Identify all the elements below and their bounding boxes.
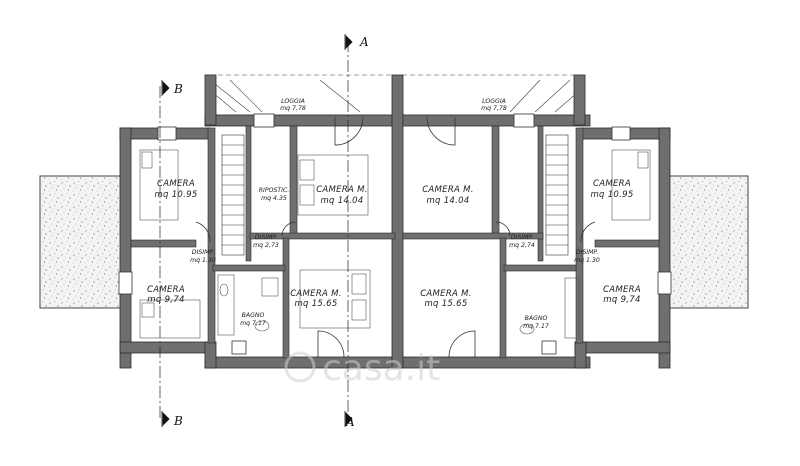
section-a-top-label: A — [359, 35, 369, 49]
disimp-l2-area: mq 2,73 — [253, 242, 279, 249]
disimp-l1-name: DISIMP. — [192, 249, 215, 256]
camera-l1-area: mq 10.95 — [154, 190, 197, 200]
section-b-top-label: B — [173, 82, 183, 96]
windows — [118, 113, 672, 355]
camera-r2-area: mq 9,74 — [603, 295, 640, 305]
terrace-right — [667, 175, 749, 309]
camera-l1-name: CAMERA — [157, 179, 195, 189]
bagno-l-area: mq 7,17 — [240, 320, 266, 327]
doors — [195, 116, 596, 358]
section-a-bottom-label: A — [345, 415, 355, 429]
camera-l2-name: CAMERA — [147, 285, 185, 295]
bagno-r-name: BAGNO — [525, 315, 548, 322]
bathroom-fixtures — [217, 274, 580, 339]
camera-r1-name: CAMERA — [593, 179, 631, 189]
camera-m-l2-area: mq 15.65 — [294, 299, 337, 309]
disimp-r1-name: DISIMP. — [576, 249, 599, 256]
camera-l2-area: mq 9,74 — [147, 295, 184, 305]
loggia-left-area: mq 7,78 — [280, 105, 306, 112]
ripostiglio-area: mq 4.35 — [261, 195, 287, 202]
bagno-r-area: mq 7.17 — [523, 323, 549, 330]
camera-r1-area: mq 10.95 — [590, 190, 633, 200]
staircase-right — [545, 134, 569, 256]
bagno-l-name: BAGNO — [242, 312, 265, 319]
camera-m-l1-area: mq 14.04 — [320, 196, 363, 206]
beds — [139, 149, 651, 339]
disimp-r2-area: mq 2,74 — [509, 242, 535, 249]
watermark: casa.it — [284, 348, 440, 389]
loggia-right-name: LOGGIA — [482, 98, 506, 105]
disimp-r1-area: mq 1.30 — [574, 257, 600, 264]
loggia-left-name: LOGGIA — [281, 98, 305, 105]
disimp-r2-name: DISIMP. — [511, 234, 534, 241]
disimp-l2-name: DISIMP. — [255, 234, 278, 241]
outer-walls — [119, 74, 671, 369]
watermark-text: casa.it — [322, 348, 440, 389]
camera-m-r1-name: CAMERA M. — [422, 185, 474, 195]
camera-m-r2-name: CAMERA M. — [420, 289, 472, 299]
room-labels: LOGGIA mq 7,78 LOGGIA mq 7,78 CAMERA mq … — [147, 98, 641, 330]
terrace-left — [39, 175, 123, 309]
ripostiglio-name: RIPOSTIC. — [259, 187, 290, 194]
disimp-l1-area: mq 1.30 — [190, 257, 216, 264]
staircase-left — [221, 134, 245, 256]
camera-m-l1-name: CAMERA M. — [316, 185, 368, 195]
inner-walls — [130, 125, 660, 359]
camera-m-r2-area: mq 15.65 — [424, 299, 467, 309]
camera-m-r1-area: mq 14.04 — [426, 196, 469, 206]
camera-m-l2-name: CAMERA M. — [290, 289, 342, 299]
camera-r2-name: CAMERA — [603, 285, 641, 295]
section-markers — [161, 34, 353, 427]
loggia-right-area: mq 7,78 — [481, 105, 507, 112]
section-b-bottom-label: B — [173, 414, 183, 428]
